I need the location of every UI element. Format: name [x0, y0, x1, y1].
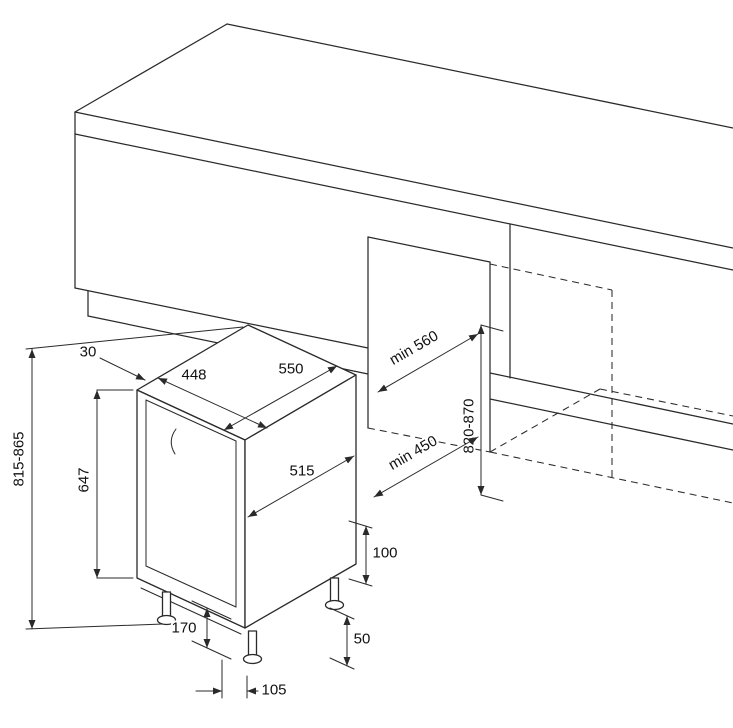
appliance-top-depth-line — [223, 365, 338, 431]
rear-foot-ext-top — [329, 607, 355, 620]
top-gap-leader — [99, 357, 146, 381]
worktop-back-edge — [226, 23, 733, 129]
floor-depth-dashed — [489, 388, 601, 453]
niche-height-ext-bottom — [480, 494, 504, 502]
floor-back-dashed — [599, 388, 733, 417]
dimension-label-furniture-door-height: 647 — [76, 467, 93, 492]
front-right-foot-stem — [247, 630, 258, 658]
niche-top-edge — [367, 236, 491, 263]
dimension-label-plinth-height: 170 — [171, 620, 196, 637]
door-inner-bottom-line — [145, 565, 237, 608]
plinth-recess-line — [140, 587, 242, 635]
kitchen-counter — [74, 23, 733, 451]
back-right-foot-stem — [329, 577, 340, 604]
dimension-furniture-door-height: 647 — [74, 389, 134, 579]
worktop-front-edge — [74, 111, 733, 249]
plinth-height-ext-bottom — [191, 640, 232, 660]
base-depth-line — [247, 455, 355, 518]
dimension-appliance-height: 815-865 — [9, 326, 244, 630]
appliance-height-ext-top — [25, 326, 244, 350]
floor-line-right-dashed — [489, 451, 733, 504]
dimension-label-top-gap: 30 — [80, 344, 97, 361]
worktop-underside-edge — [74, 133, 733, 271]
cabinet-bottom-edge-left — [74, 287, 369, 349]
dimension-label-appliance-top-depth: 550 — [278, 361, 303, 378]
front-left-foot-stem — [161, 591, 172, 619]
dimension-top-gap: 30 — [78, 342, 146, 381]
dimension-label-niche-min-width: min 450 — [386, 432, 441, 473]
rear-clearance-ext-bottom — [348, 578, 373, 587]
appliance-height-ext-bottom — [25, 623, 164, 630]
dimension-appliance-top-depth: 550 — [223, 359, 338, 431]
dimension-appliance-width: 448 — [157, 365, 268, 429]
dimension-rear-clearance: 100 — [348, 520, 400, 587]
dimension-plinth-height: 170 — [169, 600, 232, 660]
door-handle-arc — [170, 428, 177, 455]
front-left-foot-base — [156, 614, 177, 626]
dimension-label-front-foot-inset: 105 — [261, 682, 286, 699]
worktop-left-edge — [74, 23, 228, 113]
dimension-base-depth: 515 — [247, 455, 355, 518]
front-right-foot-base — [242, 653, 263, 665]
adjustable-feet — [156, 577, 345, 665]
plinth-height-ext-top — [191, 600, 232, 620]
rear-foot-ext-bottom — [329, 657, 355, 670]
dimension-rear-foot-inset: 50 — [329, 607, 372, 670]
dishwasher — [136, 324, 357, 635]
dimension-label-base-depth: 515 — [289, 463, 314, 480]
dimension-label-rear-clearance: 100 — [372, 545, 397, 562]
dimension-label-appliance-height: 815-865 — [11, 431, 28, 486]
dimension-front-foot-inset: 105 — [195, 659, 289, 701]
niche-width-line — [373, 436, 479, 498]
niche-depth-line — [377, 333, 479, 393]
dimension-label-rear-foot-inset: 50 — [354, 631, 371, 648]
niche-height-ext-top — [480, 324, 504, 332]
back-right-foot-base — [324, 599, 345, 611]
dimension-label-appliance-width: 448 — [181, 367, 206, 384]
projection-top-dashed — [489, 263, 613, 291]
